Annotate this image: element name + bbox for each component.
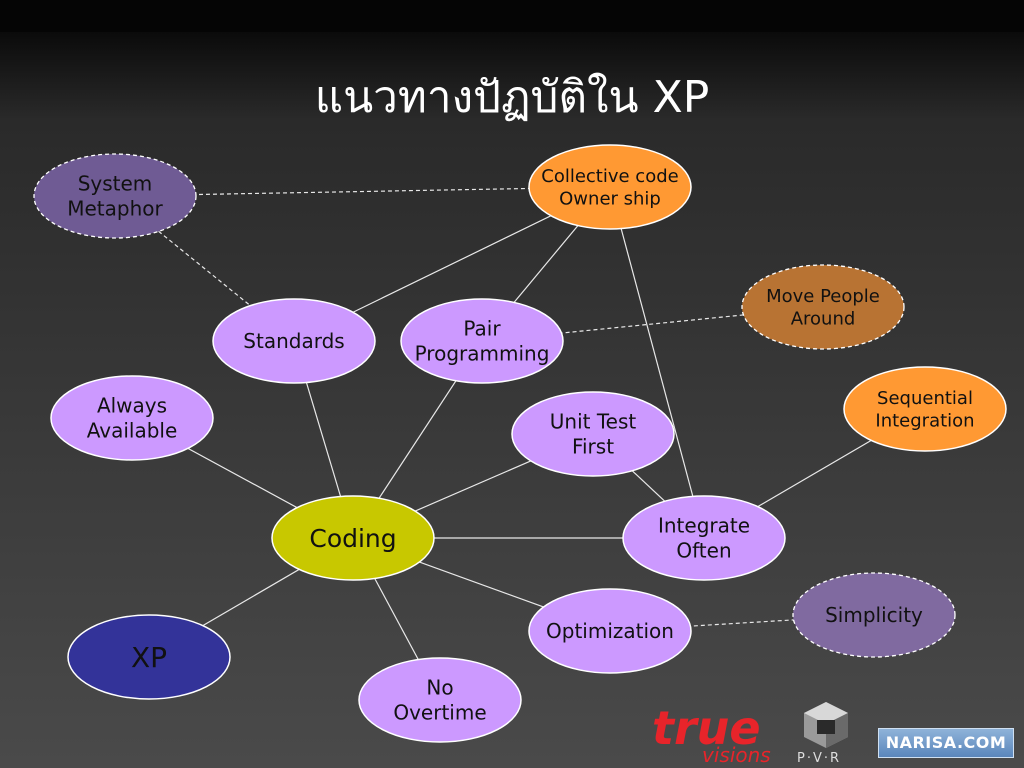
slide-title: แนวทางปัฏบัติใน XP bbox=[314, 72, 710, 123]
top-bar bbox=[0, 0, 1024, 32]
node-shape-standards bbox=[212, 298, 376, 384]
node-coding: Coding bbox=[271, 495, 435, 581]
node-shape-unit-test bbox=[511, 391, 675, 477]
node-label-system-metaphor: Metaphor bbox=[67, 197, 163, 221]
node-shape-no-overtime bbox=[358, 657, 522, 743]
node-label-coding: Coding bbox=[309, 524, 396, 553]
node-shape-xp bbox=[67, 614, 231, 700]
node-label-integrate: Often bbox=[676, 539, 731, 563]
node-optimization: Optimization bbox=[528, 588, 692, 674]
node-label-collective-code: Owner ship bbox=[559, 189, 661, 210]
node-shape-collective-code bbox=[528, 144, 692, 230]
node-xp: XP bbox=[67, 614, 231, 700]
node-label-collective-code: Collective code bbox=[541, 166, 678, 187]
node-label-system-metaphor: System bbox=[78, 172, 153, 196]
node-label-no-overtime: No bbox=[426, 676, 453, 700]
node-label-always-available: Always bbox=[97, 394, 167, 418]
node-label-pair-programming: Programming bbox=[415, 342, 550, 366]
node-standards: Standards bbox=[212, 298, 376, 384]
node-shape-simplicity bbox=[792, 572, 956, 658]
node-label-standards: Standards bbox=[243, 329, 344, 353]
node-shape-integrate bbox=[622, 495, 786, 581]
node-label-xp: XP bbox=[131, 641, 167, 674]
node-shape-optimization bbox=[528, 588, 692, 674]
node-shape-always-available bbox=[50, 375, 214, 461]
node-simplicity: Simplicity bbox=[792, 572, 956, 658]
node-label-sequential: Sequential bbox=[877, 388, 973, 409]
node-shape-system-metaphor bbox=[33, 153, 197, 239]
node-label-move-people: Around bbox=[791, 309, 856, 330]
narisa-logo: NARISA.COM bbox=[878, 728, 1014, 758]
node-label-move-people: Move People bbox=[766, 286, 880, 307]
pvr-cube-icon bbox=[804, 702, 848, 748]
node-label-integrate: Integrate bbox=[658, 514, 750, 538]
visions-logo-word: visions bbox=[702, 743, 771, 767]
node-shape-pair-programming bbox=[400, 298, 564, 384]
node-shape-coding bbox=[271, 495, 435, 581]
node-shape-sequential bbox=[843, 366, 1007, 452]
true-logo-word: true bbox=[652, 701, 761, 755]
node-label-simplicity: Simplicity bbox=[825, 603, 923, 627]
node-label-unit-test: Unit Test bbox=[550, 410, 637, 434]
node-label-no-overtime: Overtime bbox=[393, 701, 486, 725]
sponsor-logos: true visions P·V·R bbox=[652, 701, 848, 767]
node-label-always-available: Available bbox=[87, 419, 178, 443]
node-shape-move-people bbox=[741, 264, 905, 350]
node-label-sequential: Integration bbox=[875, 411, 974, 432]
edge-collective-code-integrate bbox=[609, 186, 705, 539]
edge-system-metaphor-collective-code bbox=[114, 186, 611, 197]
node-label-unit-test: First bbox=[572, 435, 614, 459]
node-label-optimization: Optimization bbox=[546, 619, 674, 643]
pvr-logo-word: P·V·R bbox=[797, 751, 841, 766]
node-label-pair-programming: Pair bbox=[463, 317, 501, 341]
